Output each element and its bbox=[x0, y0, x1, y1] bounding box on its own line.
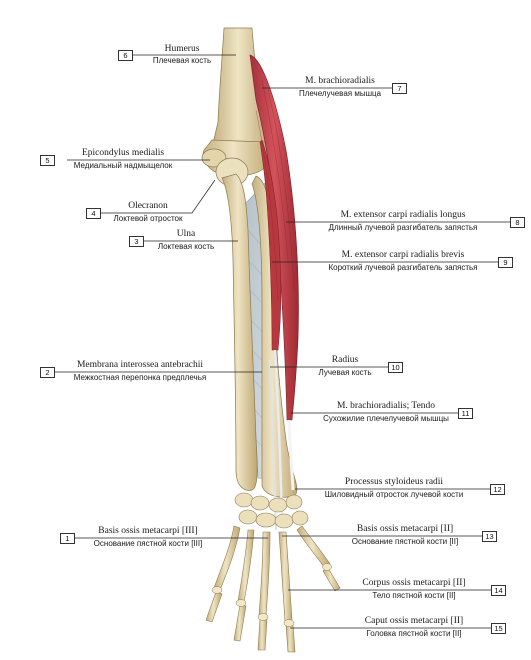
label-11-russian: Сухожилие плечелучевой мышцы bbox=[323, 414, 449, 423]
number-box-1: 1 bbox=[60, 533, 75, 544]
number-box-3: 3 bbox=[129, 236, 144, 247]
label-3-russian: Локтевая кость bbox=[157, 242, 215, 251]
label-13-russian: Основание пястной кости [II] bbox=[351, 537, 459, 546]
label-2-russian: Межкостная перепонка предплечья bbox=[73, 373, 207, 382]
label-10-russian: Лучевая кость bbox=[318, 368, 372, 377]
label-9-latin: M. extensor carpi radialis brevis bbox=[341, 250, 465, 260]
label-13-latin: Basis ossis metacarpi [II] bbox=[356, 524, 454, 534]
label-15-latin: Caput ossis metacarpi [II] bbox=[364, 616, 464, 626]
number-box-2: 2 bbox=[40, 367, 55, 378]
label-8-latin: M. extensor carpi radialis longus bbox=[340, 210, 466, 220]
number-box-9: 9 bbox=[498, 257, 513, 268]
label-7-latin: M. brachioradialis bbox=[305, 76, 375, 86]
knuckles bbox=[211, 563, 332, 627]
number-box-5: 5 bbox=[40, 155, 55, 166]
label-9-russian: Короткий лучевой разгибатель запястья bbox=[328, 263, 478, 272]
number-box-6: 6 bbox=[118, 50, 133, 61]
muscle-striations bbox=[255, 79, 295, 301]
label-2-latin: Membrana interossea antebrachii bbox=[76, 360, 204, 370]
label-8-russian: Длинный лучевой разгибатель запястья bbox=[328, 223, 478, 232]
label-10-latin: Radius bbox=[331, 355, 359, 365]
number-box-13: 13 bbox=[482, 531, 497, 542]
ulna-shape bbox=[221, 173, 258, 491]
number-box-4: 4 bbox=[86, 208, 101, 219]
label-14-latin: Corpus ossis metacarpi [II] bbox=[362, 578, 466, 588]
label-3-latin: Ulna bbox=[176, 229, 196, 239]
label-5-russian: Медиальный надмыщелок bbox=[73, 161, 173, 170]
leader-4 bbox=[100, 179, 216, 214]
ecrl-tendon bbox=[273, 349, 284, 521]
number-box-12: 12 bbox=[490, 484, 505, 495]
number-box-8: 8 bbox=[510, 217, 525, 228]
number-box-11: 11 bbox=[458, 408, 473, 419]
label-1-latin: Basis ossis metacarpi [III] bbox=[98, 526, 198, 536]
number-box-15: 15 bbox=[491, 623, 506, 634]
label-15-russian: Головка пястной кости [II] bbox=[366, 629, 462, 638]
hand-bones bbox=[205, 525, 341, 653]
label-5-latin: Epicondylus medialis bbox=[81, 148, 165, 158]
label-12-latin: Processus styloideus radii bbox=[344, 477, 444, 487]
carpal-bones bbox=[234, 492, 309, 529]
label-12-russian: Шиловидный отросток лучевой кости bbox=[324, 490, 464, 499]
label-1-russian: Основание пястной кости [III] bbox=[93, 539, 203, 548]
label-4-russian: Локтевой отросток bbox=[113, 214, 183, 223]
label-14-russian: Тело пястной кости [II] bbox=[372, 591, 456, 600]
label-7-russian: Плечелучевая мышца bbox=[298, 89, 382, 98]
number-box-7: 7 bbox=[392, 83, 407, 94]
label-4-latin: Olecranon bbox=[128, 201, 168, 211]
label-6-russian: Плечевая кость bbox=[152, 56, 212, 65]
leader-lines bbox=[54, 54, 510, 629]
number-box-10: 10 bbox=[388, 362, 403, 373]
label-6-latin: Humerus bbox=[164, 44, 200, 54]
brachioradialis-tendon bbox=[287, 419, 295, 491]
label-11-latin: M. brachioradialis; Tendo bbox=[336, 401, 436, 411]
number-box-14: 14 bbox=[491, 585, 506, 596]
